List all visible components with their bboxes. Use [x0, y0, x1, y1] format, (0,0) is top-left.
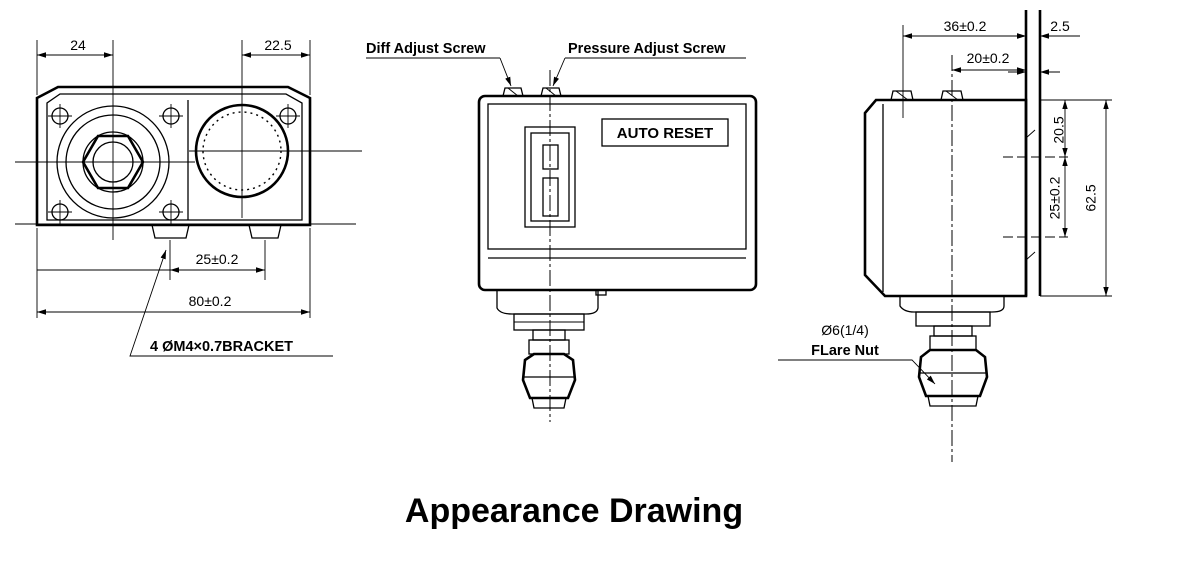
auto-reset-badge-box — [601, 118, 729, 147]
side-stem-neck — [933, 325, 973, 337]
dim-top-inner-text: 20±0.2 — [967, 50, 1010, 66]
auto-reset-badge: AUTO RESET — [617, 125, 713, 142]
corner-screw-icon — [159, 104, 183, 128]
pressure-screw-leader — [552, 57, 566, 87]
dim-upper-text: 20.5 — [1051, 116, 1067, 143]
corner-screw-icon — [159, 200, 183, 224]
side-stem-ring — [929, 335, 977, 351]
wall-hatch — [1025, 129, 1036, 139]
mount-tab — [151, 224, 190, 239]
corner-screw-icon — [48, 104, 72, 128]
dim-top-text: 36±0.2 — [944, 18, 987, 34]
front-body-outline — [35, 85, 312, 227]
side-nut-bottom — [927, 395, 979, 407]
front-view: 24 22.5 25±0.2 80±0.2 4 ØM4×0.7BRACKET — [15, 37, 362, 357]
front-body-inner — [46, 93, 303, 221]
diff-screw-label: Diff Adjust Screw — [366, 41, 486, 57]
side-body — [863, 98, 1028, 298]
drawing-title: Appearance Drawing — [404, 492, 744, 530]
nut-label: FLare Nut — [811, 343, 879, 359]
screw-slot — [545, 87, 557, 97]
mount-tab — [248, 224, 282, 239]
side-threaded-stem — [915, 311, 991, 327]
center-view: Diff Adjust Screw Pressure Adjust Screw … — [366, 41, 758, 422]
small-tab — [595, 289, 607, 296]
diff-screw-leader — [499, 57, 512, 87]
dim-mid-text: 25±0.2 — [1047, 176, 1063, 219]
dim-total-width-text: 80±0.2 — [189, 293, 232, 309]
flare-nut-icon — [521, 352, 577, 400]
bracket-label: 4 ØM4×0.7BRACKET — [150, 339, 293, 355]
switch-body — [477, 94, 758, 292]
dim-wall-text: 2.5 — [1050, 18, 1070, 34]
diff-adjust-screw-icon — [502, 87, 524, 97]
screw-slot — [895, 90, 909, 101]
corner-screw-icon — [48, 200, 72, 224]
nut-leader — [778, 359, 936, 385]
pressure-screw-label: Pressure Adjust Screw — [568, 41, 726, 57]
bracket-leader — [129, 249, 333, 357]
nut-bottom — [531, 397, 567, 409]
side-view: 36±0.2 20±0.2 2.5 20.5 25±0.2 62.5 Ø6(1/… — [778, 10, 1112, 462]
bottom-collar — [496, 290, 599, 315]
screw-slot — [507, 87, 519, 97]
front-panel — [487, 103, 747, 250]
pressure-adjust-screw-icon — [540, 87, 562, 97]
dim-right-text: 22.5 — [264, 37, 291, 53]
dim-left-text: 24 — [70, 37, 86, 53]
dim-mount-spacing-text: 25±0.2 — [196, 251, 239, 267]
side-flare-nut-icon — [917, 348, 989, 398]
side-adjust-screw-icon — [890, 90, 914, 101]
wall-hatch — [1025, 251, 1036, 261]
nut-size-label: Ø6(1/4) — [821, 322, 868, 338]
dim-height-text: 62.5 — [1083, 184, 1099, 211]
corner-screw-icon — [276, 104, 300, 128]
stem-neck — [532, 329, 566, 341]
stem-ring — [528, 339, 570, 355]
